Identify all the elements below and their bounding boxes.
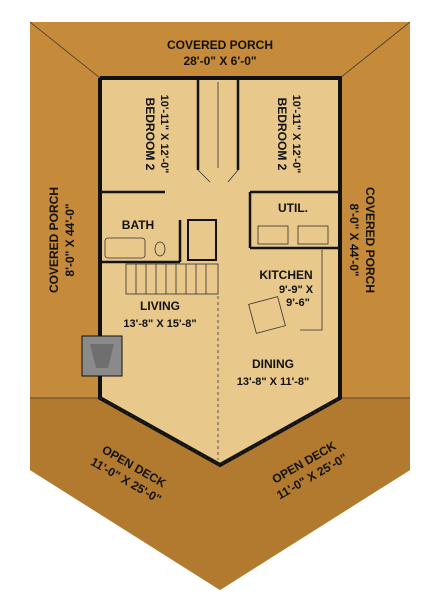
bedroom-left-name: BEDROOM 2 (143, 98, 157, 171)
living-dims: 13'-8" X 15'-8" (123, 318, 196, 330)
porch-top-name: COVERED PORCH (167, 38, 273, 52)
porch-left-dims: 8'-0" X 44'-0" (63, 203, 77, 276)
deck-railing (99, 397, 341, 466)
kitchen-dims-line2: 9'-6" (286, 297, 310, 309)
linen-closet (187, 219, 217, 261)
kitchen-dims-line1: 9'-9" X (279, 284, 314, 296)
porch-corner-line-left (29, 21, 101, 79)
bedroom-right-dims: 10'-11" X 12'-0" (290, 95, 302, 174)
kitchen-island (248, 296, 286, 334)
dining-dims: 13'-8" X 11'-8" (237, 376, 310, 388)
bedroom-doors (197, 169, 239, 183)
bath-name: BATH (122, 218, 154, 232)
dryer (297, 225, 329, 245)
washer (257, 225, 289, 245)
fireplace-hearth (90, 344, 114, 368)
porch-corner-line-right (339, 21, 411, 79)
bedroom-left-dims: 10'-11" X 12'-0" (158, 95, 170, 174)
living-name: LIVING (140, 299, 180, 313)
kitchen-counter (300, 250, 323, 331)
stairs (125, 263, 219, 295)
bedroom-right-name: BEDROOM 2 (275, 98, 289, 171)
bathtub (104, 237, 146, 259)
dining-name: DINING (252, 357, 294, 371)
porch-right-dims: 8'-0" X 44'-0" (347, 203, 361, 276)
porch-right-name: COVERED PORCH (363, 187, 377, 293)
house-interior (100, 78, 340, 465)
porch-left-name: COVERED PORCH (47, 187, 61, 293)
util-name: UTIL. (278, 201, 308, 215)
porch-top-dims: 28'-0" X 6'-0" (183, 54, 256, 68)
deck-area (30, 398, 410, 590)
kitchen-name: KITCHEN (259, 268, 312, 282)
toilet (154, 241, 166, 257)
